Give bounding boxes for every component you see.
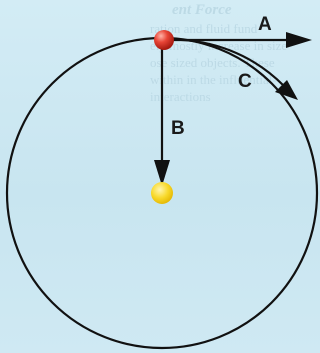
label-c: C [238, 71, 252, 92]
background-line: ose sized objects. These [150, 55, 275, 70]
label-a: A [258, 14, 272, 35]
arrow-b [154, 42, 170, 186]
background-line: ration and fluid fund [150, 21, 258, 36]
background-heading: ent Force [172, 2, 232, 18]
background-line: interactions [150, 89, 211, 104]
label-b: B [171, 118, 185, 139]
orbiting-body [154, 30, 174, 50]
center-body [151, 182, 173, 204]
background-line: within in the influential- [150, 72, 277, 87]
background-text-block: ent Force ration and fluid fund ely most… [150, 0, 320, 105]
arrow-c [165, 38, 298, 100]
